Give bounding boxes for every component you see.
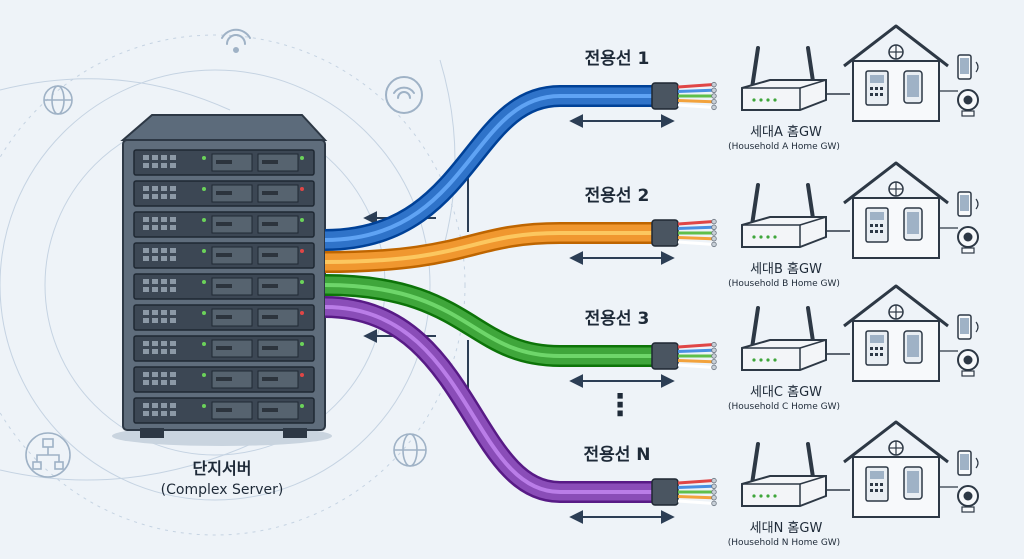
security-camera-icon xyxy=(957,226,979,254)
globe-icon xyxy=(43,85,73,115)
smartphone-icon xyxy=(957,314,979,340)
line-label: 전용선 1 xyxy=(585,49,650,69)
server-title: 단지서버 xyxy=(193,459,252,478)
wifi-icon xyxy=(221,28,251,53)
security-camera-icon xyxy=(957,485,979,513)
gateway-sublabel: (Household B Home GW) xyxy=(728,279,840,289)
smartphone-icon xyxy=(903,70,923,104)
router-icon xyxy=(741,442,827,507)
gateway-label: 세대B 홈GW xyxy=(750,262,822,277)
line-label: 전용선 2 xyxy=(585,186,650,206)
smartphone-icon xyxy=(957,450,979,476)
cable xyxy=(324,274,717,371)
cable-connector xyxy=(651,218,717,248)
cable xyxy=(324,81,717,251)
server-subtitle: (Complex Server) xyxy=(161,482,284,498)
server-unit xyxy=(133,304,315,331)
gateway-label: 세대A 홈GW xyxy=(750,125,822,140)
cable-connector xyxy=(651,81,717,111)
server-unit xyxy=(133,335,315,362)
house-icon xyxy=(843,284,949,382)
intercom-icon xyxy=(865,70,889,106)
cable xyxy=(324,218,717,273)
cable-connector xyxy=(651,341,717,371)
router-icon xyxy=(741,306,827,371)
server-unit xyxy=(133,397,315,424)
gateway-label: 세대N 홈GW xyxy=(750,521,823,536)
security-camera-icon xyxy=(957,89,979,117)
server-rack xyxy=(112,114,332,446)
server-unit xyxy=(133,273,315,300)
line-row: 전용선 2 세대B 홈GW (Household B Home GW) xyxy=(569,161,979,289)
intercom-icon xyxy=(865,207,889,243)
house-icon xyxy=(843,420,949,518)
line-row: 전용선 N 세대N 홈GW (Household N Home GW) xyxy=(569,420,979,548)
server-unit xyxy=(133,366,315,393)
intercom-icon xyxy=(865,466,889,502)
globe-icon xyxy=(393,433,427,467)
house-icon xyxy=(843,161,949,259)
smartphone-icon xyxy=(903,466,923,500)
cable-connector xyxy=(651,477,717,507)
network-tree-icon xyxy=(25,432,71,478)
gateway-sublabel: (Household N Home GW) xyxy=(728,538,840,548)
wifi-icon xyxy=(385,76,423,114)
line-label: 전용선 N xyxy=(583,445,650,465)
server-unit xyxy=(133,211,315,238)
server-unit xyxy=(133,242,315,269)
smartphone-icon xyxy=(903,207,923,241)
line-row: 전용선 1 세대A 홈GW (Household A Home GW) xyxy=(569,24,979,152)
security-camera-icon xyxy=(957,349,979,377)
line-label: 전용선 3 xyxy=(585,309,650,329)
house-icon xyxy=(843,24,949,122)
router-icon xyxy=(741,183,827,248)
ellipsis: ⋮ xyxy=(605,388,635,423)
gateway-sublabel: (Household A Home GW) xyxy=(728,142,840,152)
smartphone-icon xyxy=(903,330,923,364)
line-row: 전용선 3 세대C 홈GW (Household C Home GW) xyxy=(569,284,979,412)
smartphone-icon xyxy=(957,191,979,217)
intercom-icon xyxy=(865,330,889,366)
cable xyxy=(324,296,717,507)
server-unit xyxy=(133,149,315,176)
router-icon xyxy=(741,46,827,111)
smartphone-icon xyxy=(957,54,979,80)
gateway-sublabel: (Household C Home GW) xyxy=(728,402,840,412)
gateway-label: 세대C 홈GW xyxy=(750,385,822,400)
server-unit xyxy=(133,180,315,207)
